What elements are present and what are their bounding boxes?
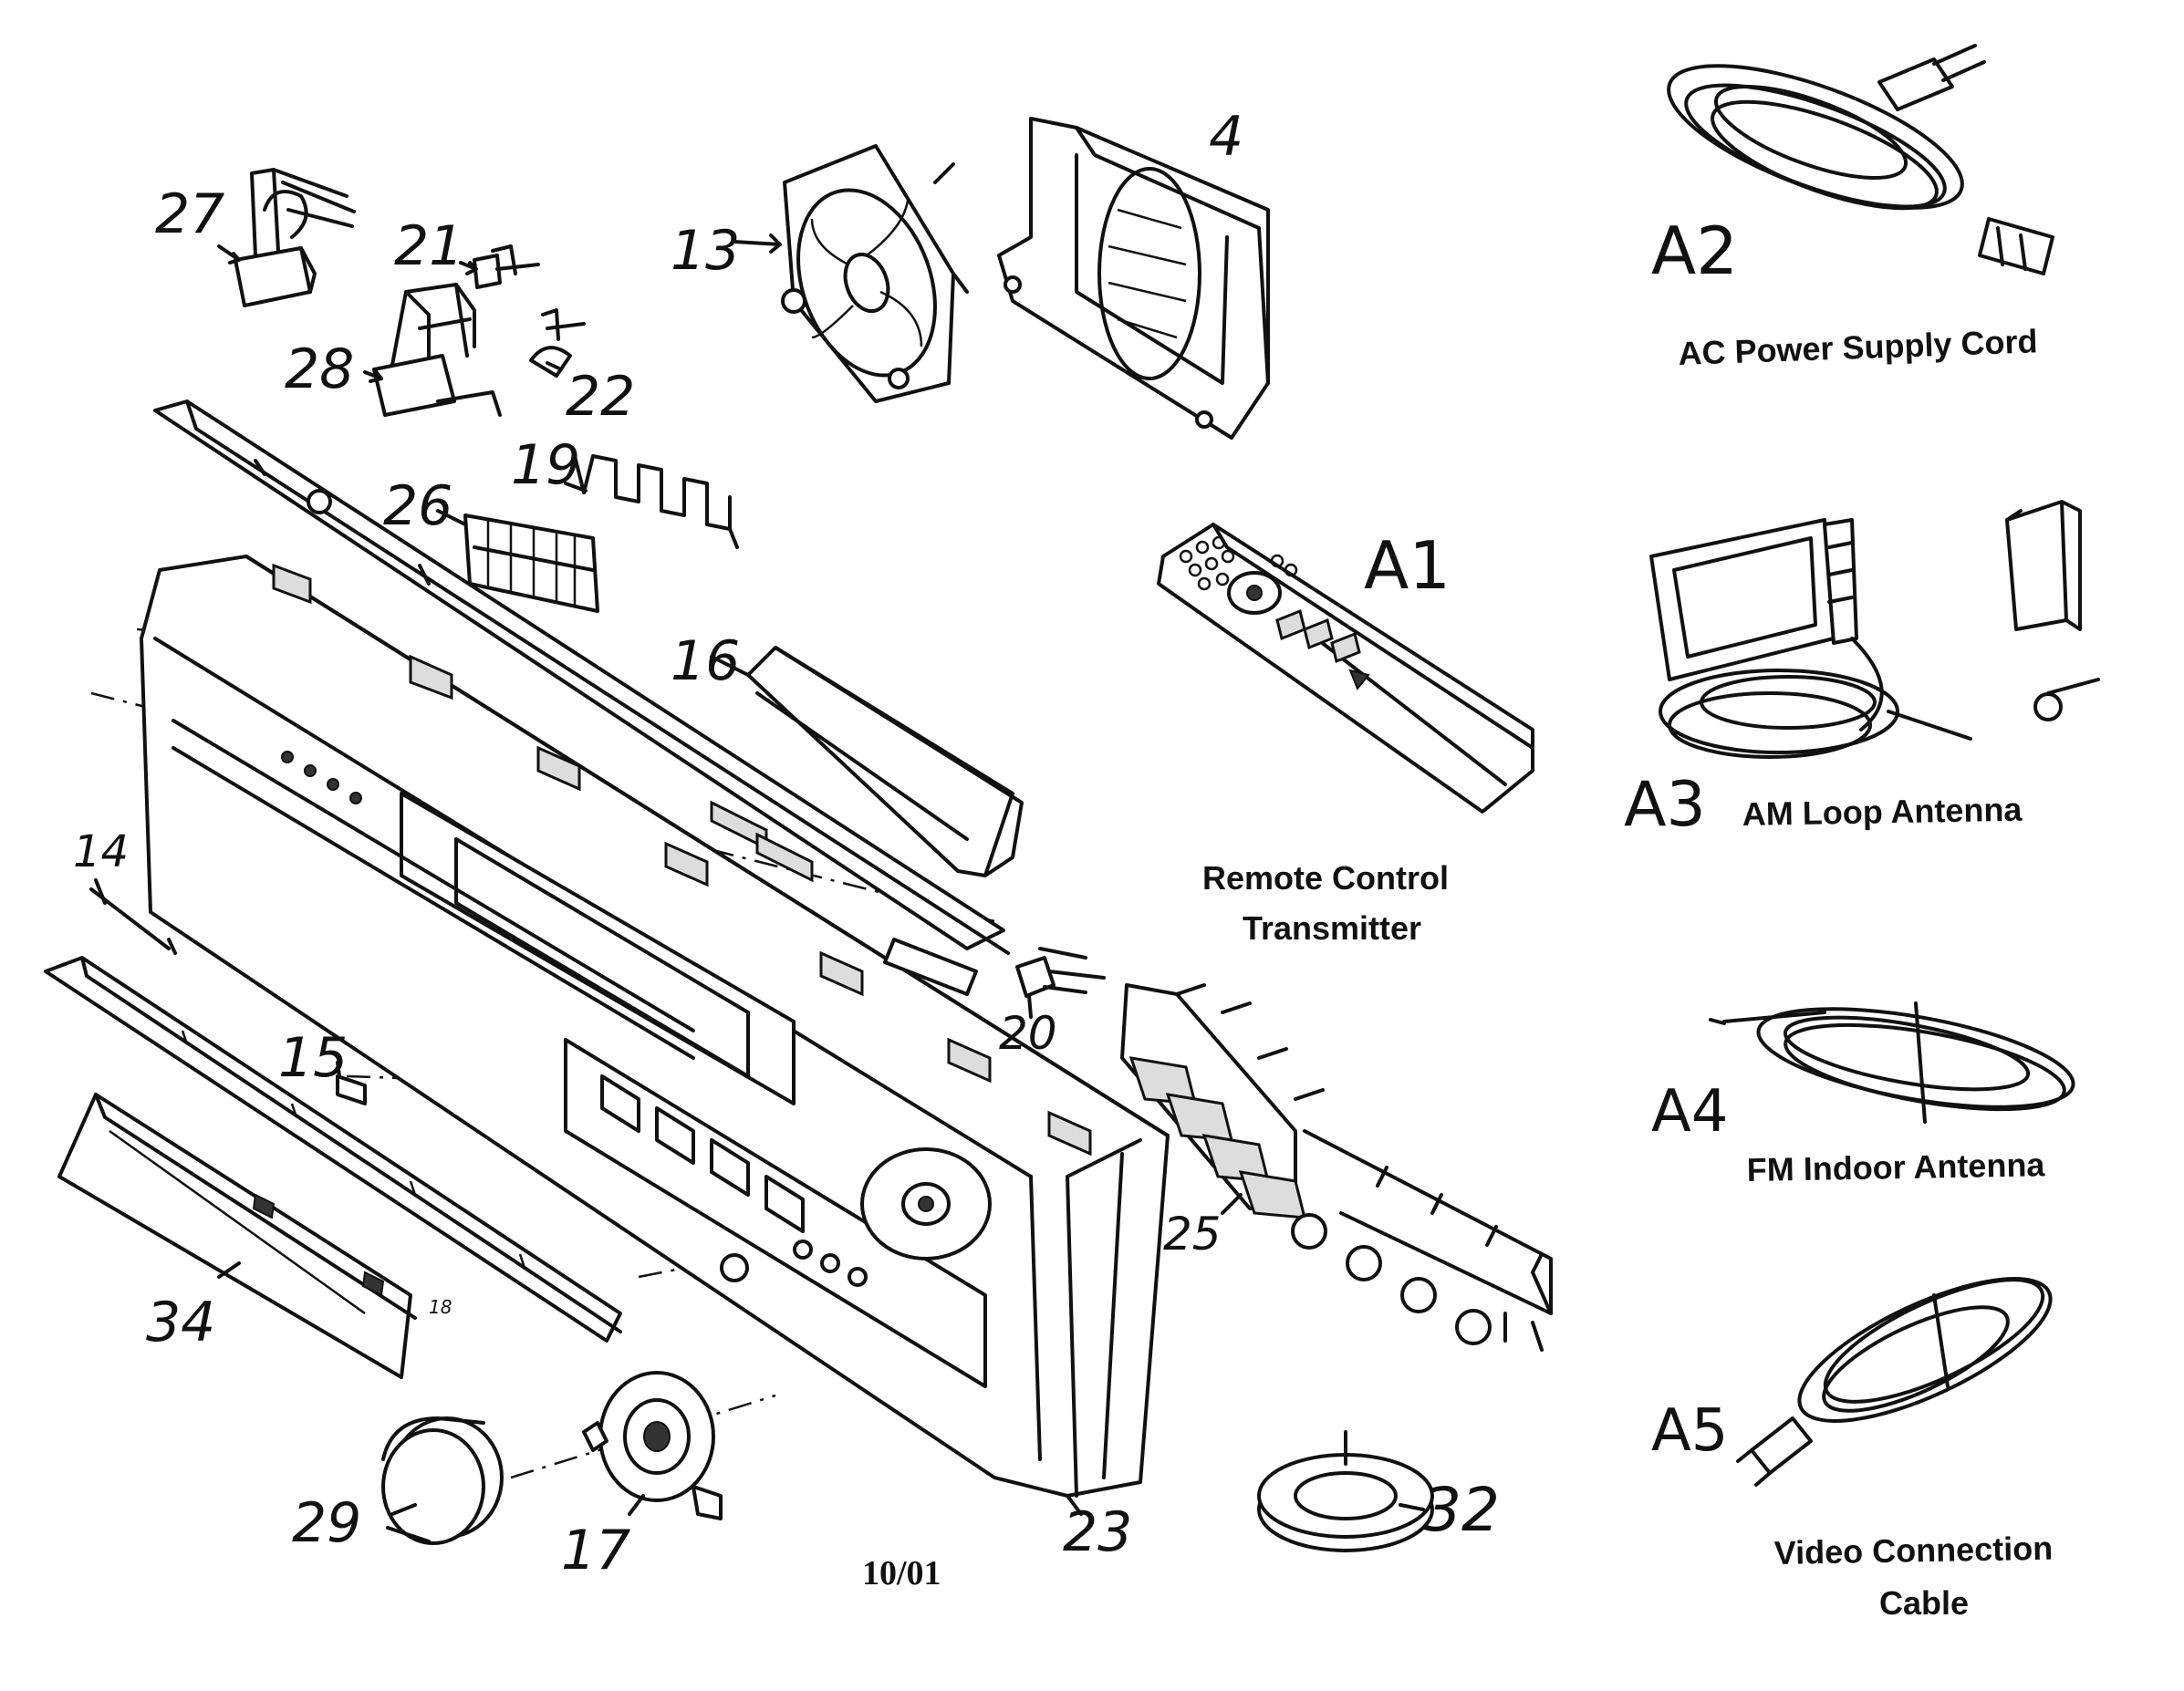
part-32-knob bbox=[1257, 1430, 1434, 1552]
part-26-switch-strip bbox=[463, 514, 599, 613]
part-17-knob-base bbox=[582, 1371, 723, 1520]
label-accessory-a5: A5 bbox=[1651, 1397, 1729, 1465]
a4-name: FM Indoor Antenna bbox=[1746, 1146, 2045, 1188]
part-20-clip bbox=[1015, 947, 1106, 998]
accessory-names: AC Power Supply Cord Remote Control Tran… bbox=[1202, 322, 2053, 1622]
label-part-4: 4 bbox=[1209, 105, 1243, 169]
label-part-27: 27 bbox=[155, 182, 224, 246]
label-part-20: 20 bbox=[999, 1007, 1057, 1060]
label-part-19: 19 bbox=[511, 433, 580, 497]
label-accessory-a2: A2 bbox=[1651, 213, 1738, 289]
a1-name-line1: Remote Control bbox=[1202, 859, 1449, 897]
part-16-cover bbox=[746, 646, 1024, 877]
label-part-13: 13 bbox=[671, 219, 740, 283]
label-part-21: 21 bbox=[394, 214, 463, 278]
a3-name: AM Loop Antenna bbox=[1742, 791, 2023, 833]
accessory-a4-fm-antenna bbox=[1709, 1001, 2075, 1124]
part-number-labels: 27 21 28 22 13 4 19 26 16 14 15 20 25 34… bbox=[73, 105, 1738, 1582]
pcb-bar-upper bbox=[153, 399, 1010, 955]
a5-name-line2: Cable bbox=[1879, 1584, 1969, 1622]
label-accessory-a1: A1 bbox=[1364, 527, 1451, 604]
label-part-28: 28 bbox=[285, 337, 354, 401]
label-part-29: 29 bbox=[292, 1491, 361, 1555]
label-part-18: 18 bbox=[429, 1296, 452, 1318]
label-accessory-a3: A3 bbox=[1624, 769, 1706, 841]
label-part-25: 25 bbox=[1163, 1208, 1222, 1260]
label-part-15: 15 bbox=[278, 1026, 348, 1090]
part-29-knob-cap bbox=[381, 1416, 504, 1545]
a5-name-line1: Video Connection bbox=[1773, 1530, 2053, 1572]
part-23-front-panel bbox=[140, 555, 1170, 1498]
part-25-button-strip bbox=[1120, 983, 1553, 1352]
label-part-22: 22 bbox=[566, 365, 635, 429]
part-18-lower-bar bbox=[44, 956, 622, 1343]
accessory-a5-video-cable bbox=[1736, 1277, 2053, 1487]
label-part-32: 32 bbox=[1423, 1475, 1500, 1545]
part-15-piece bbox=[336, 1074, 367, 1105]
part-27-bracket bbox=[234, 168, 356, 307]
part-13-fan bbox=[781, 144, 969, 403]
label-part-16: 16 bbox=[671, 629, 740, 693]
part-28-holder bbox=[372, 283, 502, 417]
label-part-23: 23 bbox=[1063, 1500, 1132, 1564]
part-21-bracket bbox=[473, 244, 540, 289]
part-14-pin bbox=[89, 878, 177, 955]
label-part-34: 34 bbox=[146, 1291, 215, 1354]
a2-name: AC Power Supply Cord bbox=[1678, 322, 2038, 372]
label-part-14: 14 bbox=[73, 826, 129, 877]
date-code: 10/01 bbox=[862, 1554, 941, 1592]
label-part-26: 26 bbox=[383, 474, 452, 538]
part-4-fan-shroud bbox=[997, 117, 1270, 440]
label-part-17: 17 bbox=[561, 1519, 630, 1582]
part-34-door bbox=[57, 1093, 417, 1379]
accessory-a1-remote bbox=[1157, 523, 1534, 814]
label-accessory-a4: A4 bbox=[1651, 1078, 1729, 1146]
accessory-a2-power-cord bbox=[1667, 44, 2054, 275]
leader-arrows bbox=[217, 233, 1425, 1516]
accessory-a3-am-loop bbox=[1649, 500, 2100, 759]
a1-name-line2: Transmitter bbox=[1243, 909, 1421, 947]
part-19-spring-strip bbox=[573, 454, 739, 549]
